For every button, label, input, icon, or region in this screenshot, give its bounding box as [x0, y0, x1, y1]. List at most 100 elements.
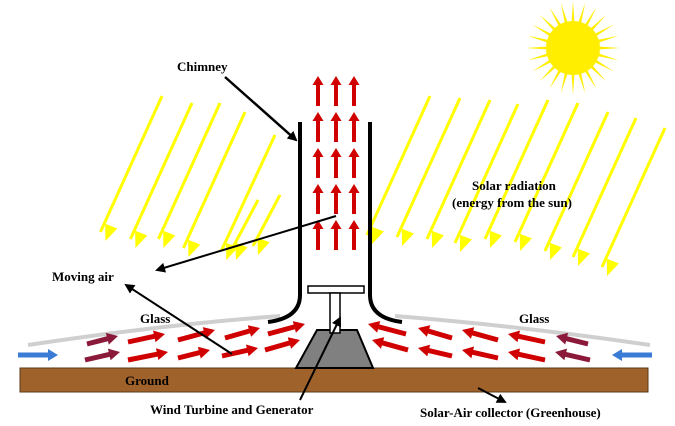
- sun-ray: [532, 59, 553, 72]
- hot-air-arrow: [348, 220, 360, 250]
- collector-air-arrow: [418, 344, 453, 359]
- solar-ray-head: [431, 230, 444, 248]
- turbine-icon: [307, 285, 365, 294]
- collector-air-arrow: [462, 327, 499, 343]
- sun-ray: [578, 71, 586, 94]
- sun-ray: [560, 71, 568, 94]
- sun-ray: [598, 46, 620, 50]
- hot-air-arrow: [348, 76, 360, 106]
- solar-ray-head: [135, 230, 148, 248]
- collector-air-arrow: [224, 325, 260, 341]
- hot-air-arrow: [312, 220, 324, 250]
- sun-ray: [593, 59, 614, 72]
- moving-air-pointer-lower: [124, 283, 233, 355]
- collector-air-arrow: [368, 321, 407, 337]
- solar-ray: [99, 95, 164, 233]
- cold-air-arrow: [612, 349, 652, 361]
- hot-air-arrow: [330, 220, 342, 250]
- collector-air-arrow: [177, 346, 210, 361]
- solar-ray: [157, 102, 222, 240]
- wind-turbine-label: Wind Turbine and Generator: [150, 402, 314, 417]
- hot-air-arrow: [348, 184, 360, 214]
- solar-ray-head: [371, 226, 384, 244]
- solar-ray-head: [549, 242, 562, 260]
- chimney-right-wall: [368, 122, 403, 324]
- solar-ray-head: [257, 237, 270, 255]
- collector-label: Solar-Air collector (Greenhouse): [420, 405, 601, 420]
- hot-air-arrow: [348, 148, 360, 178]
- sun-ray: [578, 2, 586, 25]
- solar-ray-head: [235, 242, 248, 260]
- solar-ray-head: [163, 230, 176, 248]
- solar-radiation-sublabel: (energy from the sun): [452, 195, 572, 210]
- turbine-pointer: [299, 316, 341, 401]
- chimney-label: Chimney: [177, 59, 228, 74]
- collector-air-arrow: [508, 330, 546, 345]
- collector-air-arrow: [508, 348, 546, 363]
- hot-air-arrow: [312, 148, 324, 178]
- solar-ray: [251, 194, 282, 247]
- sun-icon: [526, 1, 620, 95]
- collector-air-arrow: [418, 325, 453, 341]
- solar-ray-head: [519, 233, 532, 251]
- solar-ray-head: [606, 258, 619, 276]
- sun-ray: [532, 24, 553, 37]
- sun-ray: [539, 14, 557, 32]
- sun-ray: [596, 35, 619, 43]
- solar-ray: [571, 117, 638, 258]
- sun-ray: [527, 35, 550, 43]
- solar-ray: [483, 99, 550, 240]
- sun-ray: [549, 68, 562, 89]
- solar-ray: [395, 97, 462, 238]
- chimney-pointer: [224, 76, 298, 142]
- solar-ray: [219, 134, 277, 252]
- collector-pointer: [477, 387, 507, 403]
- sun-ray: [539, 64, 557, 82]
- hot-air-arrow: [312, 112, 324, 142]
- collector-air-arrow: [462, 346, 499, 361]
- sun-ray: [589, 64, 607, 82]
- hot-air-arrow: [312, 76, 324, 106]
- collector-air-arrow: [86, 332, 118, 347]
- hot-air-arrow: [330, 112, 342, 142]
- collector-air-arrow: [372, 337, 409, 353]
- moving-air-pointer: [155, 215, 337, 273]
- sun-ray: [584, 68, 597, 89]
- hot-air-arrow: [330, 148, 342, 178]
- cold-air-arrow: [18, 349, 58, 361]
- sun-disk: [546, 21, 600, 75]
- chimney-left-wall: [267, 122, 302, 324]
- collector-air-arrow: [555, 348, 591, 363]
- hot-air-arrow: [330, 76, 342, 106]
- solar-ray-head: [577, 248, 590, 266]
- air-flow-arrows: [18, 76, 652, 363]
- hot-air-arrow: [330, 184, 342, 214]
- solar-rays: [99, 95, 667, 276]
- moving-air-label: Moving air: [52, 269, 114, 284]
- sun-ray: [584, 7, 597, 28]
- collector-air-arrow: [556, 332, 589, 347]
- solar-ray: [365, 95, 432, 236]
- solar-ray: [543, 111, 610, 252]
- sun-ray: [527, 53, 550, 61]
- solar-ray: [453, 103, 520, 244]
- collector-air-arrow: [127, 330, 165, 345]
- solar-ray: [425, 99, 492, 240]
- glass-roof-right: [394, 314, 651, 347]
- turbine-housing: [294, 329, 375, 369]
- solar-ray: [182, 111, 247, 249]
- glass-roof-left: [27, 314, 281, 347]
- sun-ray: [571, 1, 575, 23]
- collector-air-arrow: [84, 348, 120, 363]
- solar-ray: [229, 199, 260, 252]
- ground-label: Ground: [125, 373, 170, 388]
- solar-ray-head: [188, 239, 201, 257]
- solar-ray: [129, 102, 194, 240]
- collector-air-arrow: [127, 348, 168, 363]
- solar-ray: [513, 102, 580, 243]
- sun-ray: [560, 2, 568, 25]
- collector-air-arrow: [177, 327, 215, 343]
- collector-air-arrow: [267, 321, 305, 337]
- sun-ray: [571, 73, 575, 95]
